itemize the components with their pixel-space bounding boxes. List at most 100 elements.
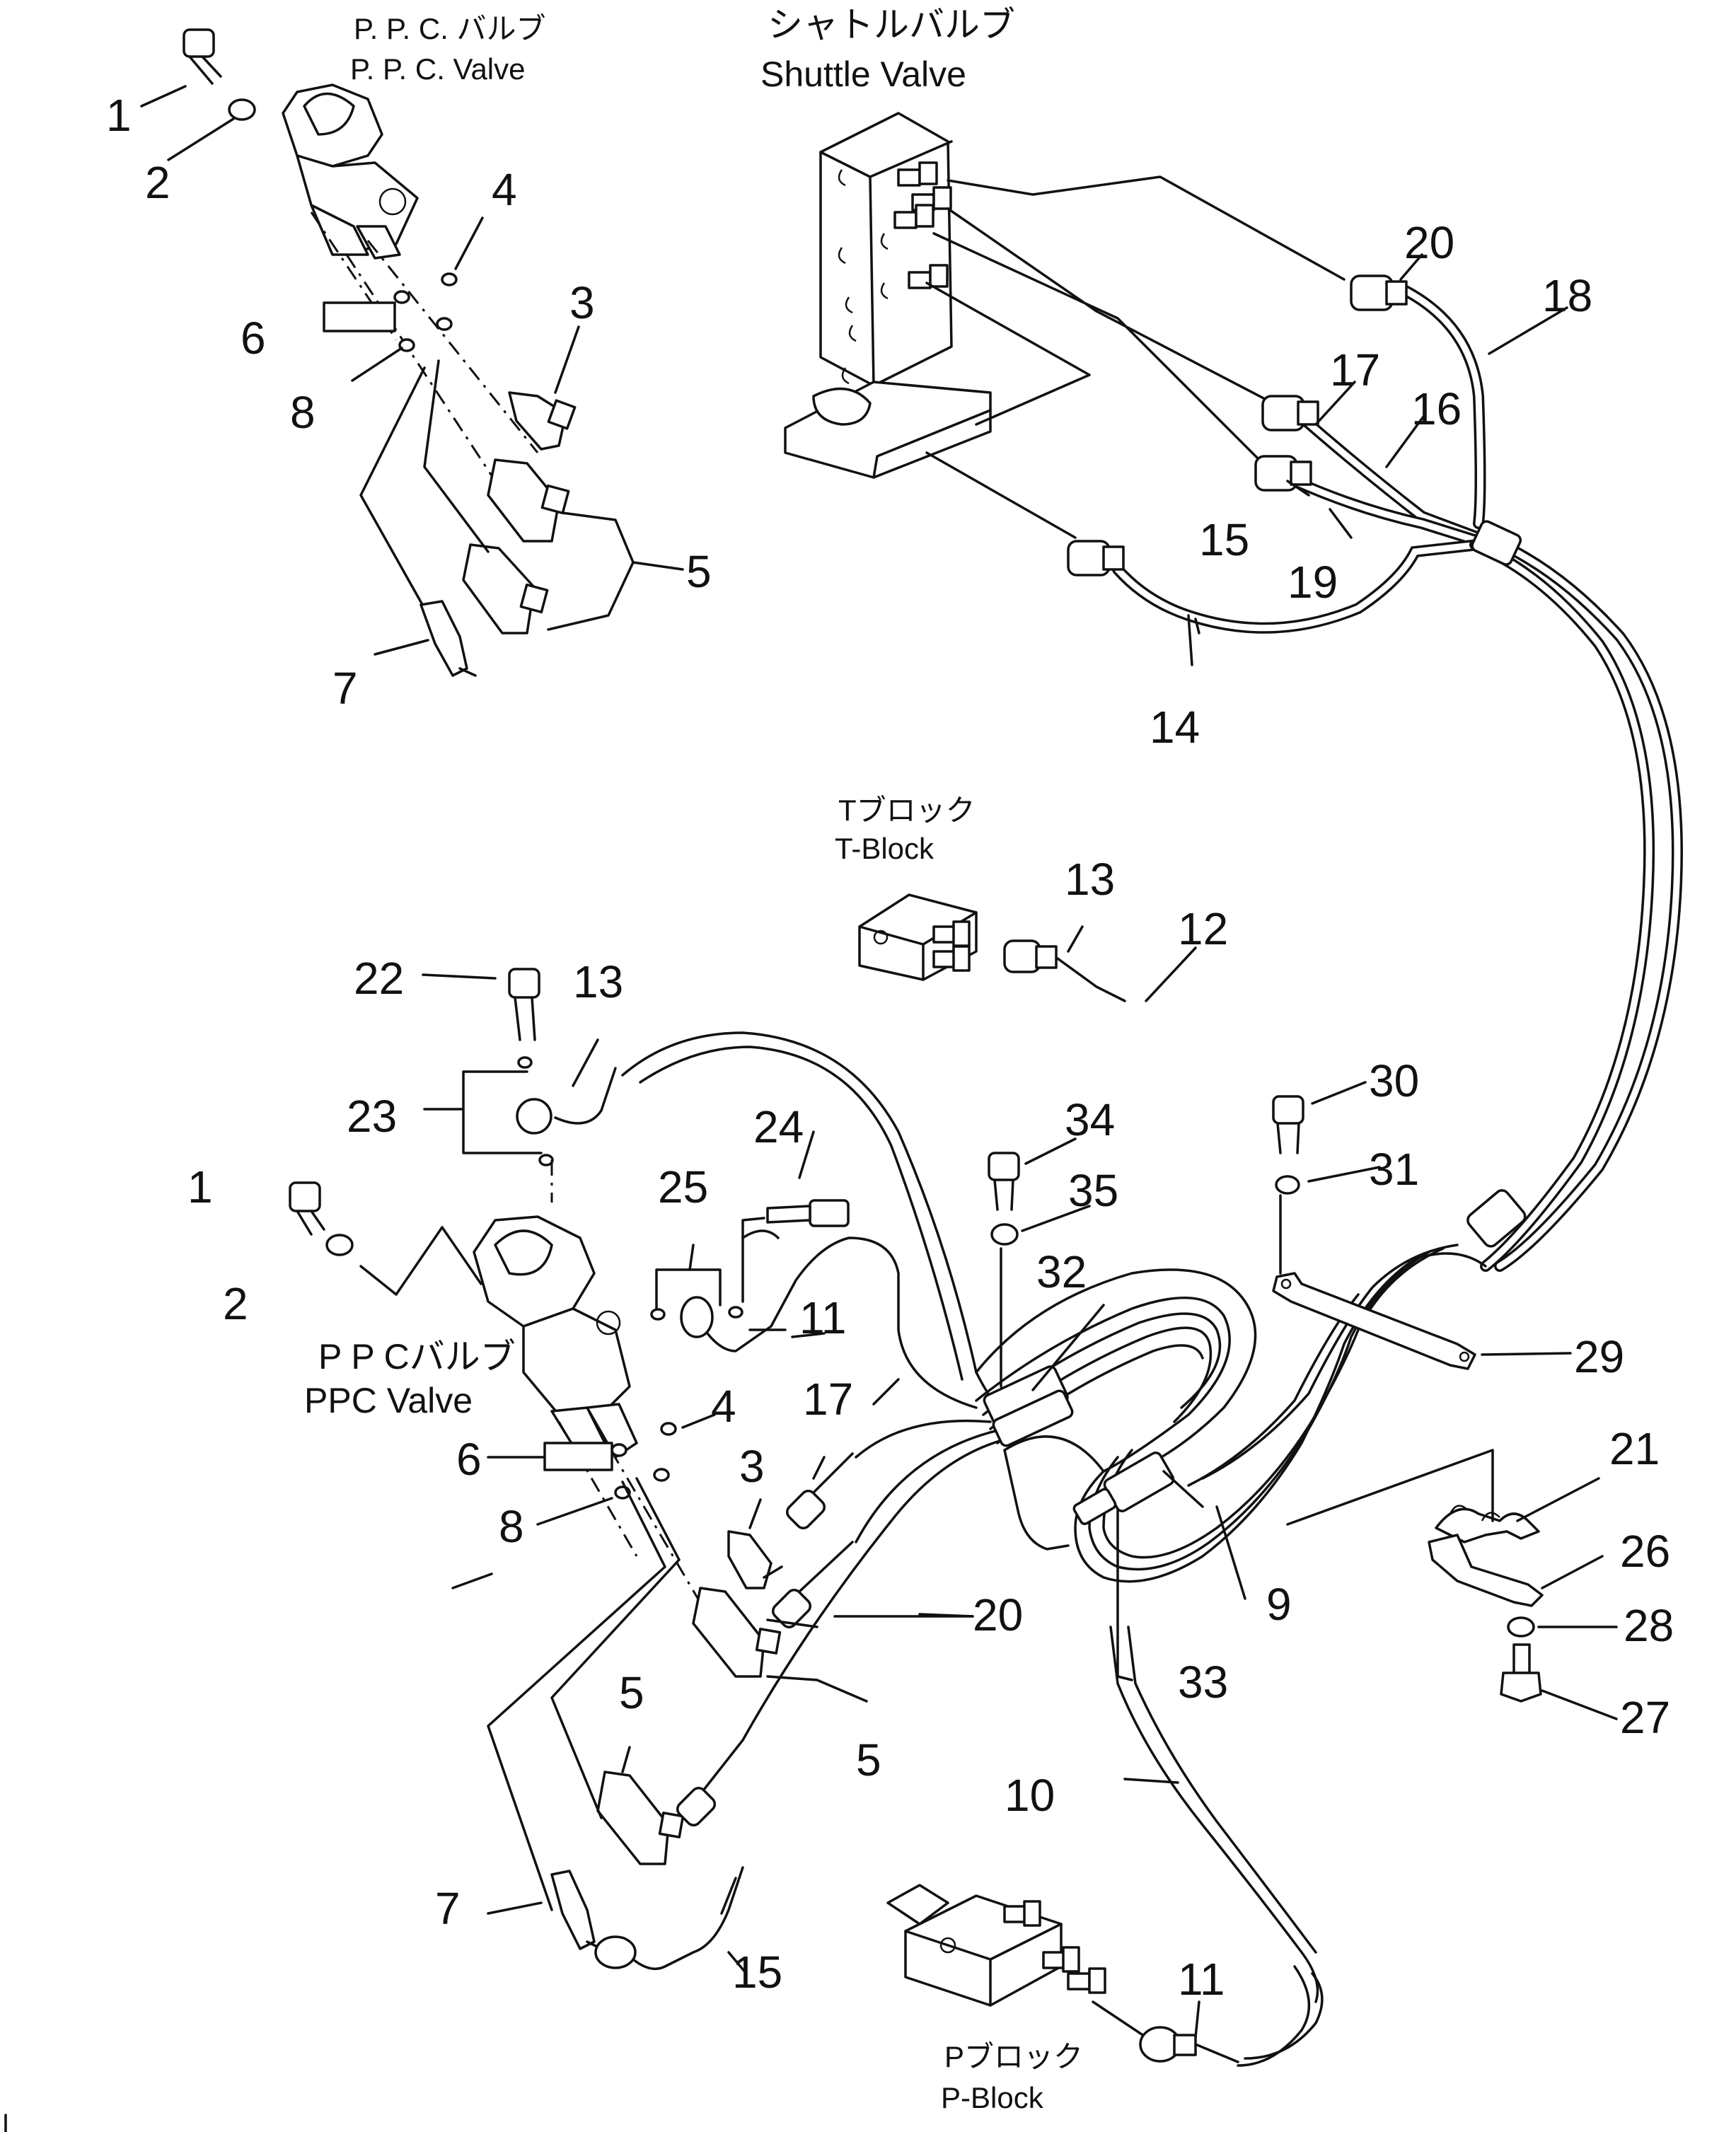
callout-8-top: 8 [290, 387, 316, 438]
callout-16: 16 [1411, 383, 1462, 434]
washer-part-31 [1275, 1175, 1300, 1195]
hose-connector-part-13-t-block [1003, 939, 1058, 973]
o-ring-part-6b-mid [653, 1468, 670, 1482]
callout-22: 22 [354, 953, 404, 1004]
callout-20-mid: 20 [973, 1589, 1023, 1640]
o-ring-part-6a-mid [611, 1443, 627, 1457]
washer-part-28 [1507, 1616, 1535, 1638]
washer-part-35 [990, 1223, 1019, 1246]
bolt-part-22 [508, 968, 540, 1041]
callout-18: 18 [1542, 270, 1592, 321]
banjo-part-23 [516, 1098, 552, 1135]
hose-sleeve-mid [1466, 1189, 1527, 1248]
callout-26: 26 [1620, 1526, 1670, 1577]
o-ring-part-23b [538, 1154, 554, 1166]
shuttle-valve [784, 112, 1346, 539]
callout-27: 27 [1620, 1692, 1670, 1743]
ppc-valve-mid-caption-jp: P P Cバルブ [318, 1337, 516, 1377]
ppc-valve-top-body [282, 83, 419, 260]
bolt-part-24 [766, 1199, 850, 1227]
callout-25: 25 [658, 1161, 708, 1212]
washer-part-2-top [228, 98, 256, 121]
callout-10: 10 [1005, 1770, 1055, 1821]
elbow-fitting-part-5a-mid [692, 1587, 782, 1678]
elbow-fitting-part-5a-top [487, 458, 570, 543]
callout-5-mid-right: 5 [856, 1734, 881, 1785]
hose-connector-unlabeled-mid [676, 1739, 744, 1827]
callout-7-mid: 7 [435, 1883, 461, 1934]
callout-4-mid: 4 [711, 1381, 736, 1432]
elbow-fitting-part-3-mid [727, 1530, 783, 1589]
shuttle-valve-caption-en: Shuttle Valve [760, 54, 966, 94]
p-block-caption-en: P-Block [941, 2081, 1044, 2114]
callout-13-t-block: 13 [1065, 854, 1115, 905]
callout-34: 34 [1065, 1094, 1115, 1145]
callout-2-mid: 2 [223, 1278, 248, 1329]
callout-3-top: 3 [569, 277, 595, 328]
hose-connector-part-14 [1067, 540, 1125, 577]
callout-21: 21 [1609, 1423, 1660, 1474]
t-block [858, 893, 1197, 1002]
elbow-fitting-part-5b-mid [596, 1771, 685, 1865]
shuttle-valve-caption-jp: シャトルバルブ [768, 5, 1015, 45]
bolt-part-34 [988, 1152, 1020, 1211]
bracket-part-29 [1272, 1194, 1476, 1370]
callout-30: 30 [1369, 1055, 1419, 1106]
callout-1-top: 1 [106, 90, 132, 141]
callout-6-top: 6 [241, 313, 266, 364]
callout-7-top: 7 [332, 663, 358, 714]
straight-fitting-part-7-top [419, 600, 477, 677]
callout-2-top: 2 [145, 157, 170, 208]
callout-19: 19 [1287, 557, 1338, 608]
elbow-fitting-part-3-top [508, 391, 577, 451]
hose-connector-part-11-p-block [1139, 2026, 1239, 2063]
callout-15-top: 15 [1199, 514, 1249, 565]
p-block-caption-jp: Pブロック [944, 2040, 1083, 2073]
callout-11-mid: 11 [799, 1292, 846, 1343]
clamp-part-33 [1072, 1452, 1175, 1526]
shuttle-valve-ports [893, 161, 952, 289]
callout-29: 29 [1574, 1331, 1624, 1382]
callout-5-mid-left: 5 [619, 1667, 644, 1718]
o-ring-part-6a-top [393, 290, 410, 304]
hose-connector-part-15-mid [594, 1866, 744, 1971]
callout-33: 33 [1178, 1657, 1228, 1708]
bolt-part-27 [1500, 1643, 1542, 1703]
callout-1-mid: 1 [187, 1161, 213, 1212]
o-ring-part-8-top [398, 338, 415, 352]
bolt-part-30 [1272, 1095, 1304, 1154]
o-ring-part-4-mid [660, 1422, 677, 1436]
callout-15-mid: 15 [732, 1947, 782, 1998]
banjo-part-25 [650, 1296, 743, 1338]
callout-17-top: 17 [1330, 344, 1380, 395]
hose-connector-part-20-top [1350, 274, 1408, 311]
callout-14: 14 [1150, 702, 1200, 753]
callout-13-mid: 13 [573, 956, 623, 1007]
clamp-part-32 [983, 1365, 1074, 1447]
ppc-valve-mid-caption-en: PPC Valve [304, 1381, 473, 1420]
callout-numbers: 1 2 4 3 6 8 5 7 20 18 17 16 15 19 14 13 … [106, 90, 1674, 2005]
callout-35: 35 [1068, 1165, 1118, 1216]
spacer-part-6-mid [543, 1442, 613, 1471]
hose-connector-part-20-mid [771, 1541, 854, 1629]
bolt-part-1-mid [289, 1181, 325, 1236]
callout-32: 32 [1036, 1246, 1087, 1297]
captions: P. P. C. バルブ P. P. C. Valve シャトルバルブ Shut… [304, 5, 1083, 2114]
bracket-part-26 [1428, 1534, 1544, 1607]
callout-20-top: 20 [1404, 217, 1454, 268]
callout-31: 31 [1369, 1144, 1419, 1195]
o-ring-part-6b-top [436, 317, 453, 331]
callout-8-mid: 8 [499, 1501, 524, 1552]
ppc-valve-top-caption-jp: P. P. C. バルブ [354, 12, 546, 45]
elbow-fitting-part-5b-top [462, 543, 549, 635]
callout-4-top: 4 [492, 164, 517, 215]
callout-28: 28 [1624, 1600, 1674, 1651]
hose-sleeve-top [1471, 520, 1522, 566]
o-ring-part-23a [517, 1056, 533, 1069]
clip-part-21 [1435, 1505, 1540, 1543]
callout-17-mid: 17 [803, 1374, 853, 1425]
callout-9: 9 [1266, 1579, 1292, 1630]
callout-5-top: 5 [686, 546, 712, 597]
hose-connector-part-17-top [1261, 395, 1319, 431]
